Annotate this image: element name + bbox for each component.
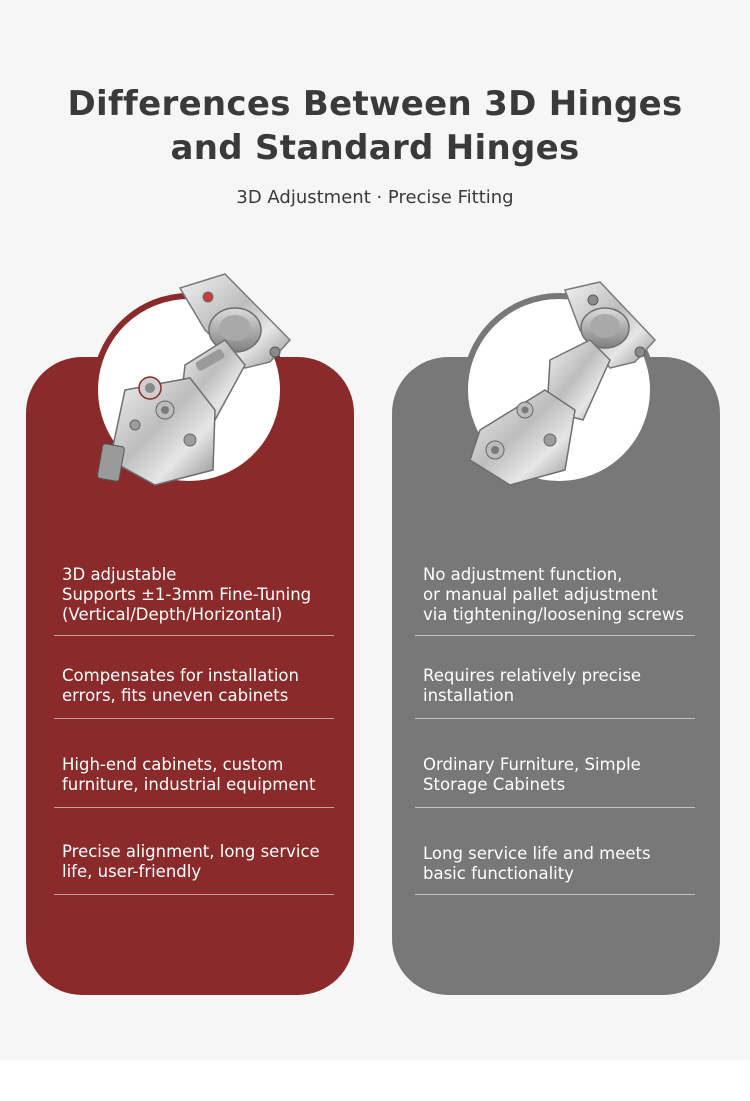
right-row-installation: Requires relatively precise installation [415,666,695,719]
page-title: Differences Between 3D Hinges and Standa… [0,82,750,170]
page-canvas: Differences Between 3D Hinges and Standa… [0,82,750,995]
title-line-1: Differences Between 3D Hinges [67,84,683,124]
standard-hinge-image [469,281,657,486]
right-row-advantages: Long service life and meets basic functi… [415,844,695,895]
3d-hinge-image [97,273,292,486]
right-row-adjustment: No adjustment function, or manual pallet… [415,565,695,636]
left-row-advantages: Precise alignment, long service life, us… [54,842,334,895]
left-row-applications: High-end cabinets, custom furniture, ind… [54,755,334,808]
right-row-applications: Ordinary Furniture, Simple Storage Cabin… [415,755,695,808]
left-row-installation: Compensates for installation errors, fit… [54,666,334,719]
title-line-2: and Standard Hinges [170,128,580,168]
left-row-adjustment: 3D adjustable Supports ±1-3mm Fine-Tunin… [54,565,334,636]
page-subtitle: 3D Adjustment · Precise Fitting [236,187,514,208]
